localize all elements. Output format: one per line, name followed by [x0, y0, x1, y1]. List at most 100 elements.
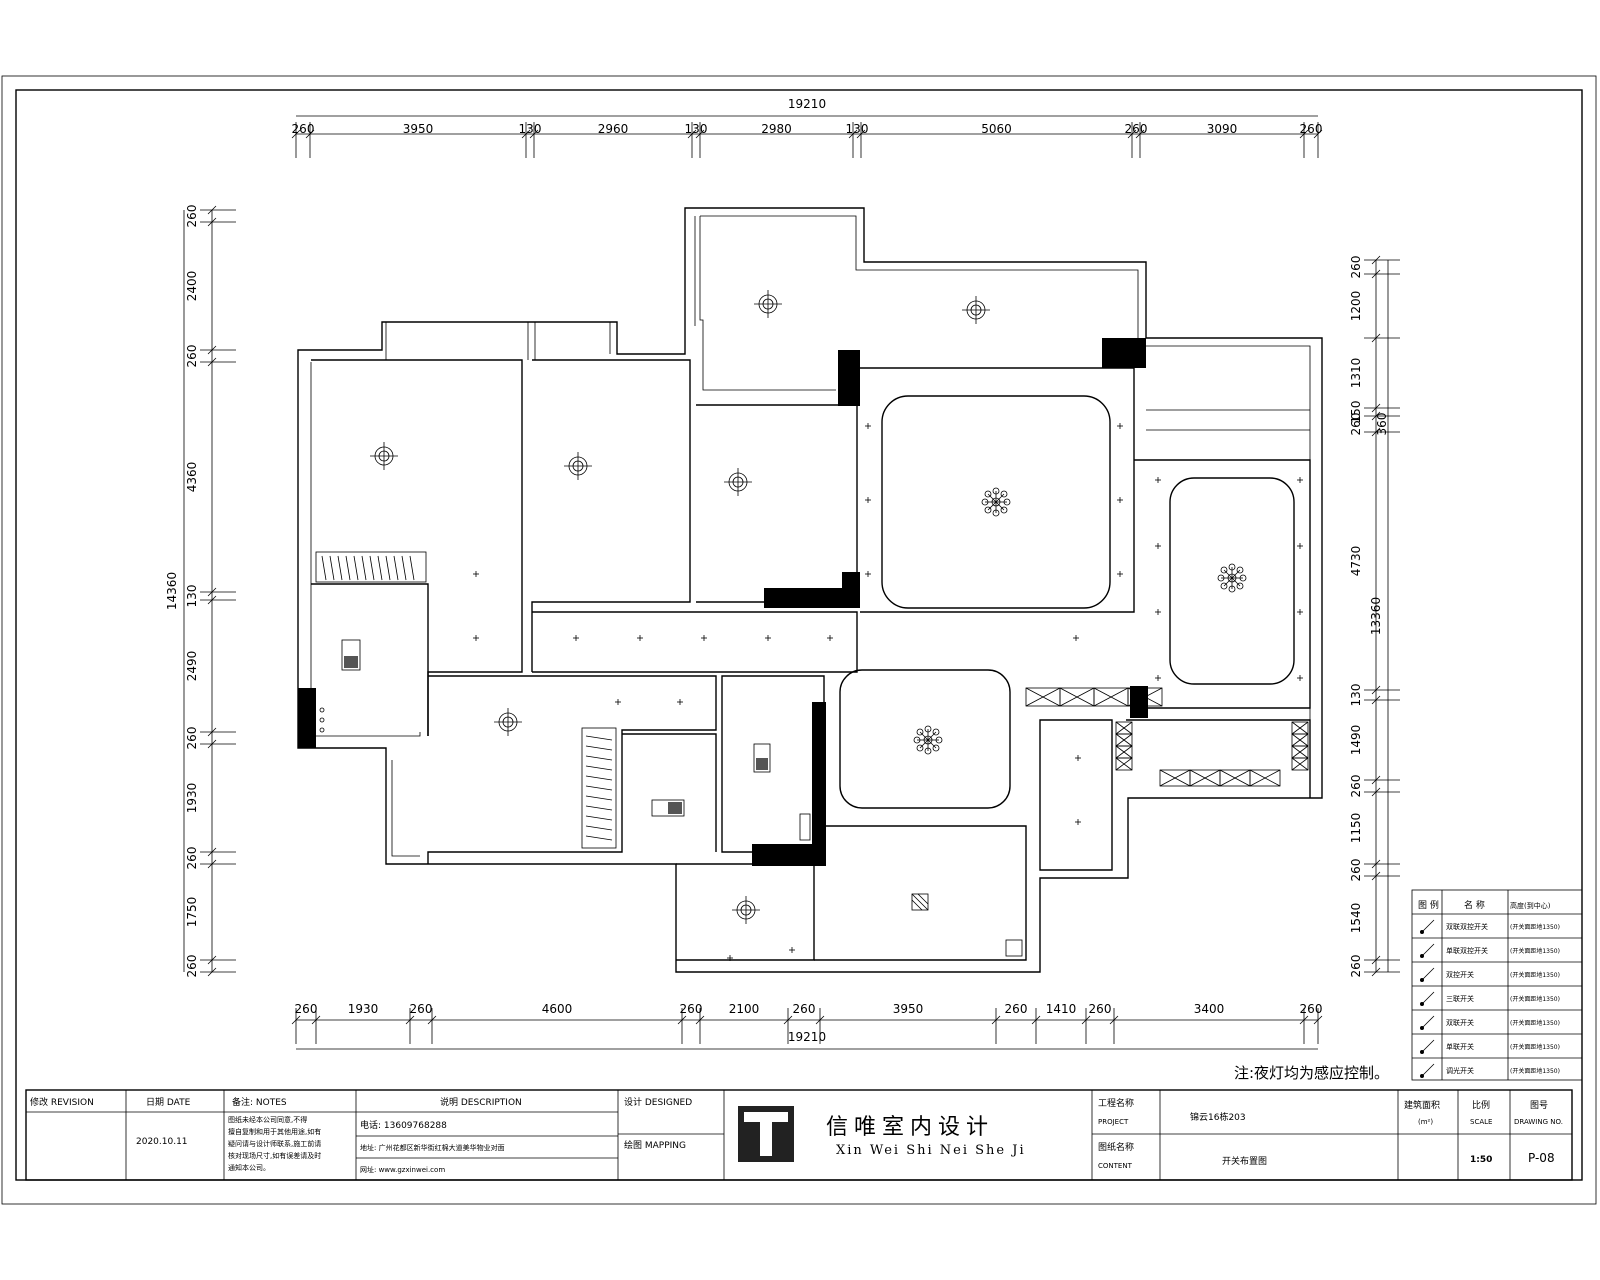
dim-left-segment-7: 1930	[185, 783, 199, 814]
dim-top-segment-1: 3950	[403, 122, 434, 136]
title-block: 修改 REVISION 日期 DATE 2020.10.11 备注: NOTES…	[25, 1089, 1573, 1181]
cabinet-unit	[1115, 721, 1133, 735]
dim-left-segment-5: 2490	[185, 651, 199, 682]
scale-label-en: SCALE	[1470, 1118, 1492, 1126]
dim-bottom-segment-12: 260	[1300, 1002, 1323, 1016]
legend-row-name: 双控开关	[1446, 970, 1474, 979]
dim-right-segment-9: 1150	[1349, 813, 1363, 844]
legend-row-height: (开关面距地1350)	[1510, 995, 1560, 1003]
legend-row-height: (开关面距地1350)	[1510, 1067, 1560, 1075]
dim-right-segment-1: 1200	[1349, 291, 1363, 322]
project-value: 锦云16栋203	[1190, 1111, 1246, 1123]
cabinet-unit	[1159, 769, 1191, 787]
dim-left-segment-10: 260	[185, 955, 199, 978]
dim-right-segment-0: 260	[1349, 256, 1363, 279]
spot-light-icon	[865, 571, 871, 577]
notes-label: 备注: NOTES	[232, 1096, 287, 1108]
spot-light-icon	[765, 635, 771, 641]
dim-top-segment-0: 260	[292, 122, 315, 136]
cabinet-unit	[1115, 745, 1133, 759]
downlight-icon	[962, 296, 990, 324]
downlight-icon	[494, 708, 522, 736]
sensor-note: 注:夜灯均为感应控制。	[1234, 1064, 1389, 1082]
spot-light-icon	[1075, 819, 1081, 825]
legend-table: 图 例 名 称 高度(到中心) 双联双控开关(开关面距地1350)单联双控开关(…	[1411, 889, 1583, 1081]
number-label: 图号	[1530, 1100, 1548, 1111]
project-label: 工程名称	[1098, 1097, 1134, 1109]
spot-light-icon	[473, 571, 479, 577]
spot-light-icon	[1155, 609, 1161, 615]
legend-row-name: 双联开关	[1446, 1018, 1474, 1027]
cabinet-unit	[1127, 687, 1163, 707]
spot-light-icon	[1075, 755, 1081, 761]
dim-left-segment-6: 260	[185, 727, 199, 750]
dim-left-segment-2: 260	[185, 345, 199, 368]
notes-line-3: 疑问请与设计师联系,施工前请	[228, 1139, 321, 1148]
walls	[297, 207, 1323, 973]
chandeliers	[913, 487, 1247, 755]
downlight-icon	[370, 442, 398, 470]
switch-symbol-icon	[1420, 1039, 1435, 1054]
cabinet-unit	[1291, 733, 1309, 747]
dim-bottom-segment-6: 260	[793, 1002, 816, 1016]
ceiling-lights	[370, 290, 990, 924]
number-value: P-08	[1528, 1151, 1555, 1165]
dim-right-segment-3: 150	[1349, 401, 1363, 424]
dim-right-segment-8: 260	[1349, 775, 1363, 798]
spot-light-icon	[677, 699, 683, 705]
legend-header-name: 名 称	[1464, 899, 1485, 911]
cabinet-unit	[1291, 745, 1309, 759]
top-total: 19210	[788, 97, 826, 111]
dim-bottom-segment-7: 3950	[893, 1002, 924, 1016]
right-extra-dim: 360	[1375, 413, 1389, 436]
notes-line-2: 擅自复制和用于其他用途,如有	[228, 1127, 321, 1136]
legend-row-height: (开关面距地1350)	[1510, 947, 1560, 955]
scale-label: 比例	[1472, 1099, 1490, 1111]
revision-label: 修改 REVISION	[30, 1096, 94, 1108]
legend-row-height: (开关面距地1350)	[1510, 1043, 1560, 1051]
cabinet-unit	[1115, 733, 1133, 747]
spot-light-icon	[573, 635, 579, 641]
number-label-en: DRAWING NO.	[1514, 1118, 1563, 1126]
scale-value: 1:50	[1470, 1155, 1492, 1165]
dim-right-segment-10: 260	[1349, 859, 1363, 882]
description-label: 说明 DESCRIPTION	[440, 1096, 522, 1108]
dim-bottom-segment-4: 260	[680, 1002, 703, 1016]
cabinet-unit	[1249, 769, 1281, 787]
dim-left-segment-1: 2400	[185, 271, 199, 302]
cabinet-unit	[1059, 687, 1095, 707]
content-label: 图纸名称	[1098, 1141, 1134, 1153]
spot-light-icon	[615, 699, 621, 705]
dim-top-segment-8: 260	[1125, 122, 1148, 136]
left-total: 14360	[165, 572, 179, 610]
legend-row-name: 双联双控开关	[1446, 922, 1488, 931]
content-value: 开关布置图	[1222, 1155, 1267, 1167]
spot-light-icon	[1297, 675, 1303, 681]
legend-row-name: 三联开关	[1446, 994, 1474, 1003]
project-label-en: PROJECT	[1098, 1118, 1129, 1126]
spot-light-icon	[637, 635, 643, 641]
address-text: 地址: 广州花都区新华街红棉大道美华物业对面	[360, 1143, 505, 1152]
legend-header-height: 高度(到中心)	[1510, 901, 1551, 910]
dim-top-segment-6: 130	[846, 122, 869, 136]
website-text: 网址: www.gzxinwei.com	[360, 1165, 445, 1174]
notes-line-4: 核对现场尺寸,如有误差请及时	[228, 1151, 321, 1160]
area-label: 建筑面积	[1404, 1099, 1440, 1111]
chandelier-icon	[913, 725, 943, 755]
legend-row-name: 调光开关	[1446, 1066, 1474, 1075]
dim-right-segment-5: 4730	[1349, 546, 1363, 577]
cabinet-unit	[1025, 687, 1061, 707]
spot-light-icon	[865, 497, 871, 503]
dim-right-segment-12: 260	[1349, 955, 1363, 978]
switch-symbol-icon	[1420, 967, 1435, 982]
spot-light-icon	[865, 423, 871, 429]
dim-left-segment-9: 1750	[185, 897, 199, 928]
notes-line-1: 图纸未经本公司同意,不得	[228, 1115, 307, 1124]
spot-light-icon	[1073, 635, 1079, 641]
spot-light-icon	[827, 635, 833, 641]
area-unit: (m²)	[1418, 1118, 1433, 1126]
right-total: 13360	[1369, 597, 1383, 635]
downlight-icon	[564, 452, 592, 480]
spot-light-icon	[1297, 477, 1303, 483]
